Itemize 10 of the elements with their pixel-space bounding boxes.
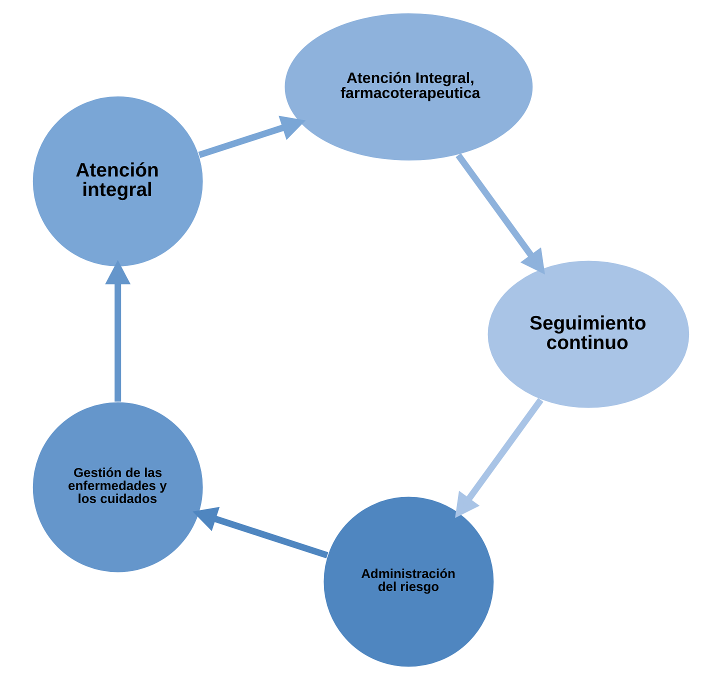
- arrow: [455, 398, 544, 518]
- node-ellipse: Atención Integral, farmacoterapeutica: [284, 12, 534, 162]
- arrow: [198, 116, 306, 158]
- arrow: [456, 153, 545, 274]
- arrow: [192, 506, 328, 558]
- node-circle: Gestión de las enfermedades y los cuidados: [32, 401, 204, 574]
- arrow: [105, 260, 131, 402]
- node-circle: Administración del riesgo: [322, 496, 495, 668]
- node-circle: Atención integral: [32, 95, 204, 268]
- node-ellipse: Seguimiento continuo: [486, 260, 690, 409]
